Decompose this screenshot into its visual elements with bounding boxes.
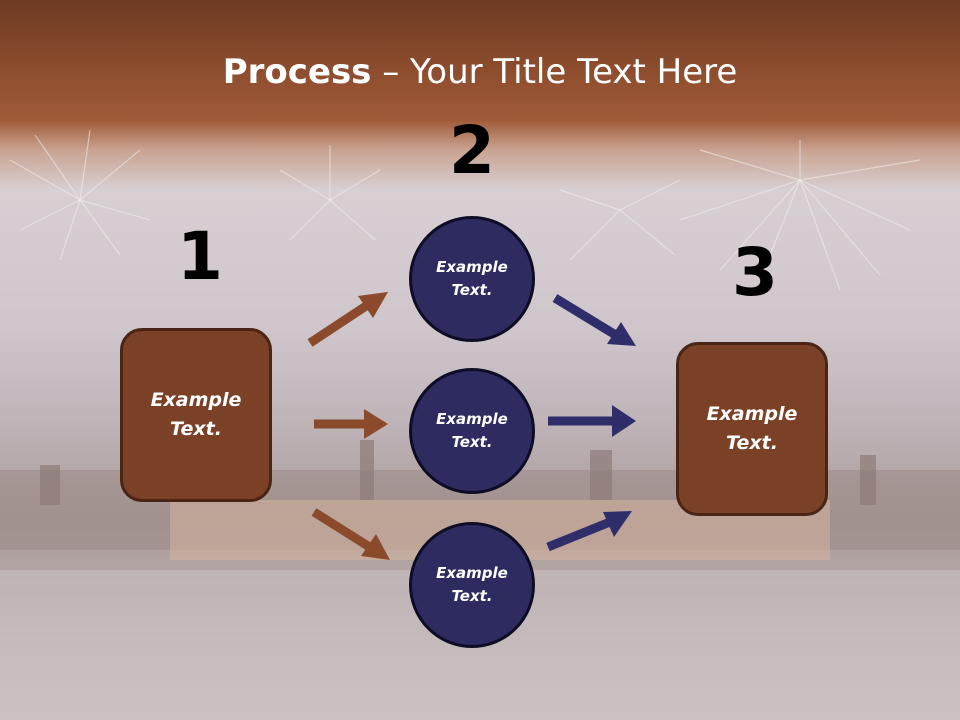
circle-bottom: Example Text.: [409, 522, 535, 648]
slide-title: Process – Your Title Text Here: [0, 52, 960, 92]
arrow-left-to-middle: [314, 409, 388, 439]
title-rest: – Your Title Text Here: [371, 52, 738, 92]
step-number-2: 2: [449, 112, 495, 189]
arrow-bottom-to-right: [546, 511, 632, 552]
title-bold: Process: [222, 52, 372, 92]
step-number-3: 3: [732, 234, 778, 311]
right-process-box: Example Text.: [676, 342, 828, 516]
arrow-middle-to-right: [548, 405, 636, 437]
circle-top: Example Text.: [409, 216, 535, 342]
step-number-1: 1: [177, 218, 223, 295]
left-process-box: Example Text.: [120, 328, 272, 502]
arrow-left-to-bottom: [311, 508, 390, 560]
circle-middle: Example Text.: [409, 368, 535, 494]
arrow-left-to-top: [307, 292, 388, 347]
arrow-top-to-right: [552, 294, 636, 346]
